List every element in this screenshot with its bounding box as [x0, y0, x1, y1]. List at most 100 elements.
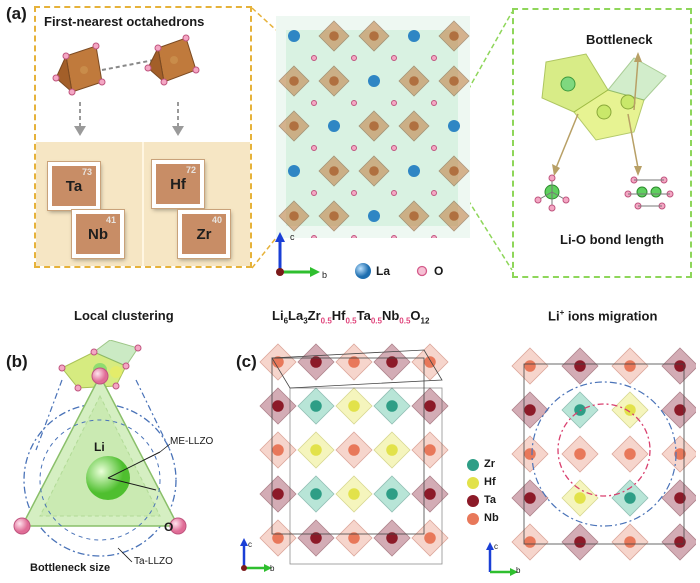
nb-atom	[524, 448, 536, 460]
element-tile-ta: 73 Ta	[48, 162, 100, 210]
ta-atom	[424, 488, 436, 500]
element-symbol: Zr	[196, 226, 212, 243]
nb-atom	[624, 448, 636, 460]
zr-atom	[386, 488, 398, 500]
formula-la: La	[288, 308, 304, 323]
axis-c-label: c	[290, 232, 295, 242]
oxygen-atom	[391, 145, 397, 151]
bottleneck-box	[512, 8, 692, 278]
element-tile-hf: 72 Hf	[152, 160, 204, 208]
formula-zr: Zr	[307, 308, 321, 323]
metal-atom	[329, 31, 339, 41]
oxygen-atom	[351, 235, 357, 238]
element-symbol: Hf	[170, 176, 186, 193]
oxygen-atom	[311, 145, 317, 151]
crystal-structure-image	[276, 16, 470, 238]
hf-atom	[624, 404, 636, 416]
metal-atom	[409, 211, 419, 221]
oxygen-atom	[391, 190, 397, 196]
nb-atom	[348, 444, 360, 456]
ta-atom	[674, 536, 686, 548]
metal-atom	[409, 121, 419, 131]
metal-atom	[289, 121, 299, 131]
oxygen-atom	[351, 145, 357, 151]
down-arrow-icon	[172, 102, 184, 136]
oxygen-atom	[391, 235, 397, 238]
o-label: O	[164, 520, 174, 534]
metal-atom	[449, 211, 459, 221]
oxygen-atom	[311, 55, 317, 61]
formula-o-sub: 12	[420, 316, 430, 326]
metal-atom	[329, 76, 339, 86]
octahedron-left	[52, 42, 106, 96]
lattice-right-axes	[486, 542, 518, 576]
hf-atom	[574, 492, 586, 504]
oxygen-atom	[311, 190, 317, 196]
lattice-left-axes	[240, 538, 272, 572]
zr-atom	[624, 492, 636, 504]
metal-atom	[329, 211, 339, 221]
formula-la-sub: 3	[303, 316, 308, 326]
local-clustering-caption: Local clustering	[74, 308, 174, 323]
octahedron-pair-diagram	[52, 34, 200, 136]
ta-atom-icon	[467, 495, 479, 507]
oxygen-atom	[311, 235, 317, 238]
ta-atom	[272, 488, 284, 500]
metal-atom	[289, 211, 299, 221]
atomic-number: 40	[211, 215, 222, 225]
migration-rest: ions migration	[564, 308, 658, 324]
nb-atom	[272, 532, 284, 544]
hf-atom	[348, 488, 360, 500]
li-label: Li	[94, 440, 105, 454]
formula-nb: Nb	[381, 308, 400, 323]
axis-b-label: b	[322, 270, 328, 280]
metal-atom	[329, 166, 339, 176]
nb-atom	[272, 356, 284, 368]
nb-atom	[424, 444, 436, 456]
axis-c-label-left: c	[248, 540, 252, 549]
nb-atom-icon	[467, 513, 479, 525]
legend-o-label: O	[434, 264, 444, 278]
axis-c-label-right: c	[494, 542, 498, 551]
oxygen-atom	[431, 100, 437, 106]
la-atom-icon	[355, 263, 371, 279]
la-atom	[408, 30, 420, 42]
metal-atom	[289, 76, 299, 86]
panel-label-c: (c)	[236, 352, 257, 371]
metal-atom	[449, 76, 459, 86]
migration-plus: +	[559, 308, 565, 317]
element-tile-nb: 41 Nb	[72, 210, 124, 258]
zoom-connector-lines	[251, 7, 513, 271]
o-atom-icon	[416, 265, 428, 277]
ta-atom	[524, 404, 536, 416]
oxygen-atom	[311, 100, 317, 106]
element-tile-zr: 40 Zr	[178, 210, 230, 258]
element-symbol: Ta	[65, 178, 83, 195]
nb-atom	[272, 444, 284, 456]
la-atom	[328, 120, 340, 132]
hf-atom	[386, 444, 398, 456]
formula-nb-sub: 0.5	[399, 316, 411, 326]
ta-atom	[574, 536, 586, 548]
oxygen-atom	[391, 55, 397, 61]
lattice-right-octahedra	[511, 347, 696, 561]
lattice-left-image	[259, 343, 449, 565]
zr-atom-icon	[467, 459, 479, 471]
atomic-number: 72	[185, 165, 196, 175]
me-llzo-label: ME-LLZO	[170, 436, 214, 447]
ta-atom	[524, 492, 536, 504]
formula-ta-sub: 0.5	[370, 316, 382, 326]
panel-label-b: (b)	[6, 352, 28, 371]
bottleneck-size-diagram	[13, 340, 187, 563]
migration-li: Li	[548, 308, 560, 324]
oxygen-atom	[431, 55, 437, 61]
nb-atom	[624, 536, 636, 548]
metal-atom	[369, 31, 379, 41]
ta-atom	[310, 356, 322, 368]
li-o-bond-length-label: Li-O bond length	[560, 232, 664, 247]
metal-atom	[409, 76, 419, 86]
nb-atom	[674, 448, 686, 460]
atomic-number: 41	[105, 215, 116, 225]
ta-atom	[574, 360, 586, 372]
metal-atom	[449, 166, 459, 176]
